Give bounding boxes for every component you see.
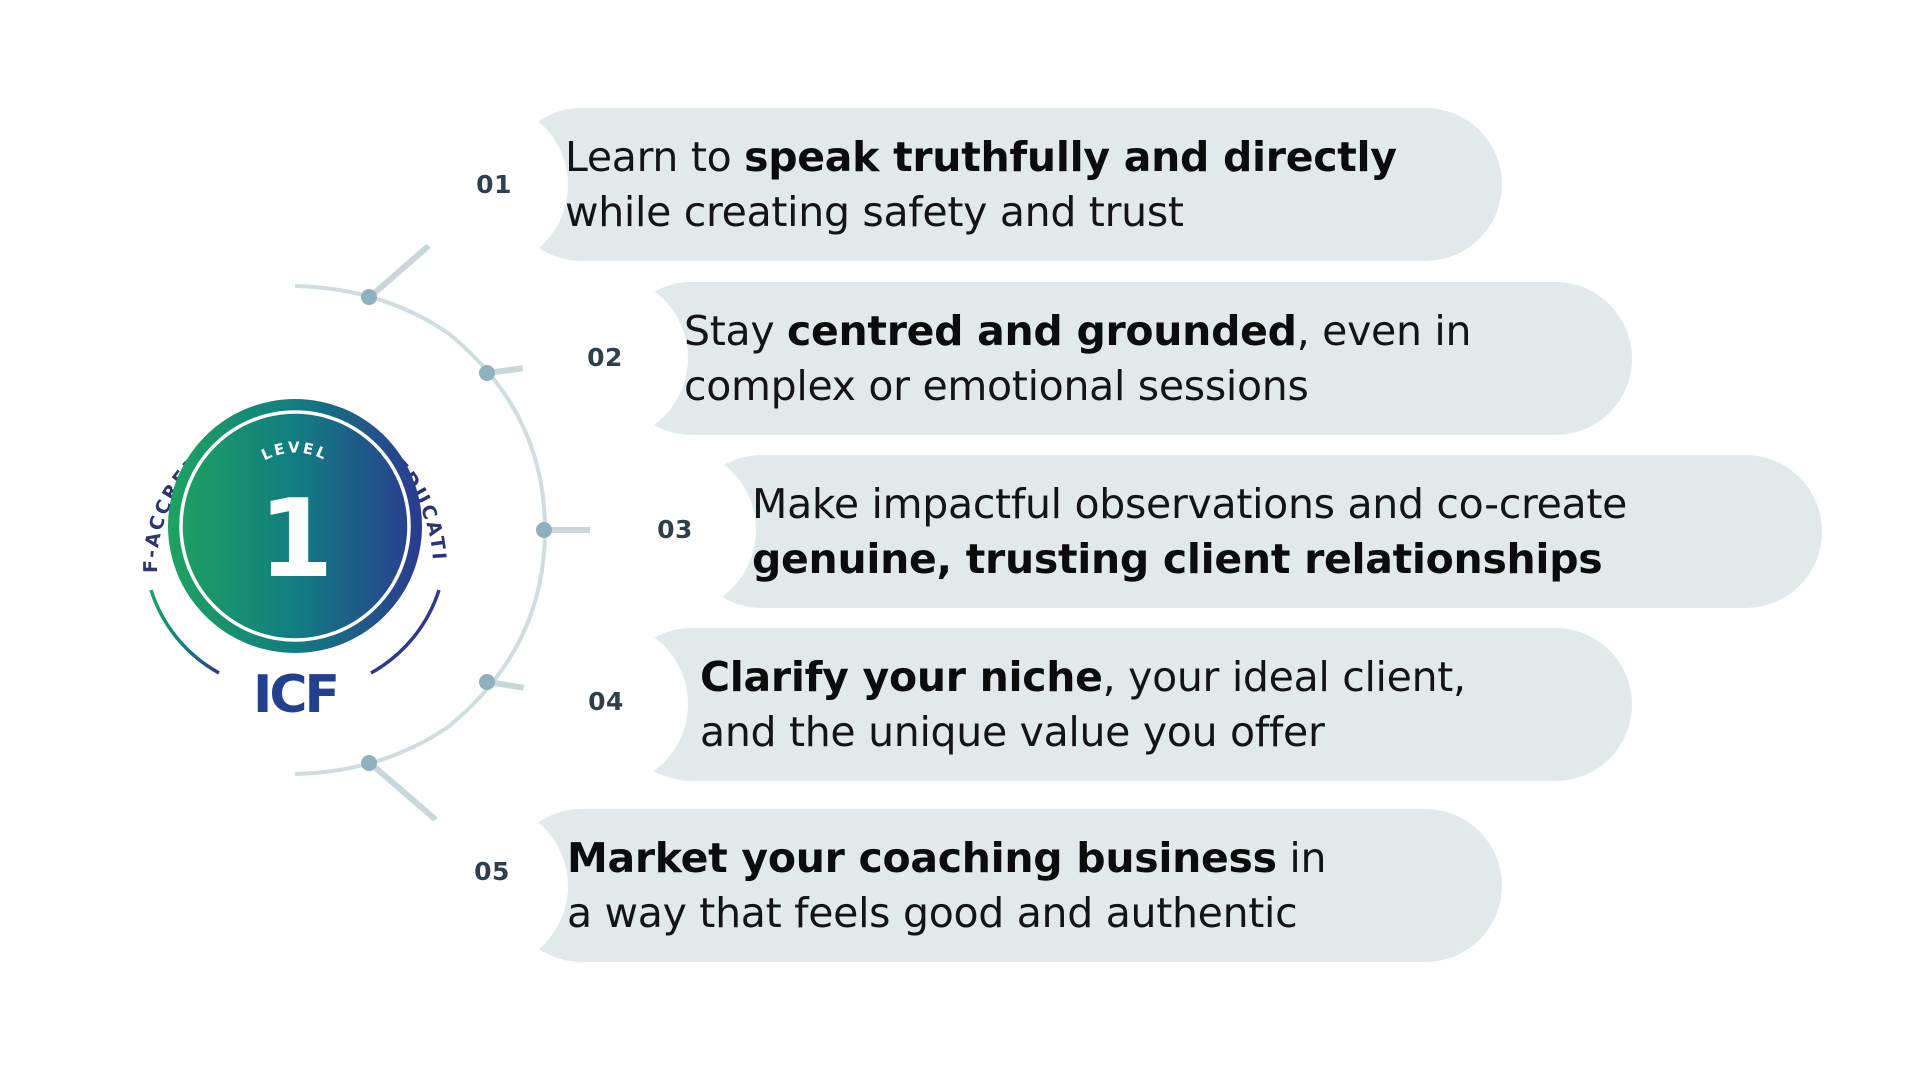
item-text-05-line1-post: in: [1276, 834, 1327, 882]
item-number-05: 05: [474, 857, 510, 886]
badge-outer-arc-right: [370, 589, 441, 675]
item-text-02-line1: Stay centred and grounded, even in: [684, 304, 1471, 359]
connector-dot-05: [361, 755, 377, 771]
connector-dot-02: [479, 365, 495, 381]
item-text-05-line1: Market your coaching business in: [567, 831, 1327, 886]
item-notch-04: [522, 621, 688, 787]
item-notch-01: [402, 102, 568, 268]
item-text-01-line2-pre: while creating safety and trust: [565, 188, 1184, 236]
icf-logo: ICF: [253, 665, 337, 725]
item-text-05-line2-pre: a way that feels good and authentic: [567, 889, 1298, 937]
item-text-05: Market your coaching business in a way t…: [567, 831, 1327, 941]
item-text-02-line1-post: , even in: [1296, 307, 1472, 355]
item-text-01-line1-bold: speak truthfully and directly: [744, 133, 1397, 181]
item-text-03-line2: genuine, trusting client relationships: [752, 532, 1627, 587]
item-text-04-line1: Clarify your niche, your ideal client,: [700, 650, 1466, 705]
item-pill-03: [685, 455, 1822, 608]
item-text-01-line1: Learn to speak truthfully and directly: [565, 130, 1397, 185]
connector-dot-04: [479, 674, 495, 690]
item-text-04: Clarify your niche, your ideal client, a…: [700, 650, 1466, 760]
item-notch-03: [590, 447, 756, 613]
item-text-04-line1-post: , your ideal client,: [1102, 653, 1466, 701]
item-number-03: 03: [657, 515, 693, 544]
item-text-03-line1-pre: Make impactful observations and co-creat…: [752, 480, 1628, 528]
item-pill-02: [615, 282, 1632, 435]
item-text-03-line2-bold: genuine, trusting client relationships: [752, 535, 1603, 583]
item-pill-04: [615, 628, 1632, 781]
item-text-03-line1: Make impactful observations and co-creat…: [752, 477, 1627, 532]
connector-dot-03: [536, 522, 552, 538]
item-text-02-line2: complex or emotional sessions: [684, 359, 1471, 414]
item-number-01: 01: [476, 170, 512, 199]
badge-disc: [168, 399, 422, 653]
item-text-04-line1-bold: Clarify your niche: [700, 653, 1103, 701]
item-text-03: Make impactful observations and co-creat…: [752, 477, 1627, 587]
item-text-04-line2-pre: and the unique value you offer: [700, 708, 1325, 756]
item-text-05-line1-bold: Market your coaching business: [567, 834, 1277, 882]
item-text-02-line1-bold: centred and grounded: [787, 307, 1297, 355]
item-pill-05: [505, 809, 1502, 962]
item-text-02-line2-pre: complex or emotional sessions: [684, 362, 1309, 410]
item-text-02: Stay centred and grounded, even in compl…: [684, 304, 1471, 414]
badge-level-number: 1: [258, 477, 333, 602]
connector-dot-01: [361, 289, 377, 305]
badge-inner-ring: [179, 410, 411, 642]
item-text-01-line2: while creating safety and trust: [565, 185, 1397, 240]
item-number-04: 04: [588, 687, 624, 716]
item-number-02: 02: [587, 343, 623, 372]
item-text-01: Learn to speak truthfully and directly w…: [565, 130, 1397, 240]
icf-badge: ICF-ACCREDITED COACHING EDUCATION LEVEL …: [115, 340, 448, 725]
item-notch-02: [522, 275, 688, 441]
badge-outer-arc-left: [149, 589, 220, 675]
item-text-04-line2: and the unique value you offer: [700, 705, 1466, 760]
item-text-01-line1-pre: Learn to: [565, 133, 745, 181]
item-text-05-line2: a way that feels good and authentic: [567, 886, 1326, 941]
item-text-02-line1-pre: Stay: [684, 307, 788, 355]
item-pill-01: [505, 108, 1502, 261]
item-notch-05: [402, 803, 568, 969]
